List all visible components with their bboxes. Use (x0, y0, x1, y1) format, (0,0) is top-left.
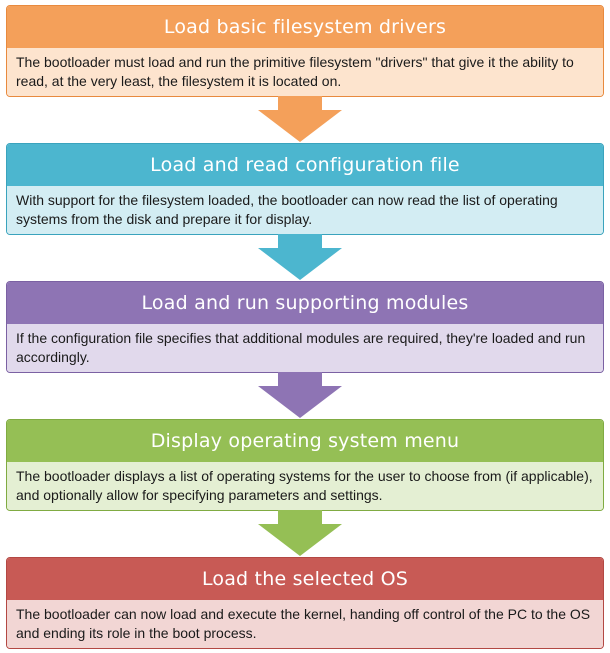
step-title: Display operating system menu (7, 420, 603, 462)
step-title: Load the selected OS (7, 558, 603, 600)
step-description: The bootloader displays a list of operat… (7, 462, 603, 510)
step-description: The bootloader must load and run the pri… (7, 48, 603, 96)
step-description: If the configuration file specifies that… (7, 324, 603, 372)
down-arrow-icon (258, 372, 342, 418)
step-title: Load and run supporting modules (7, 282, 603, 324)
arrow-shape (258, 234, 342, 280)
step-title: Load and read configuration file (7, 144, 603, 186)
step-title: Load basic filesystem drivers (7, 6, 603, 48)
down-arrow-icon (258, 510, 342, 556)
arrow-shape (258, 510, 342, 556)
arrow-shape (258, 96, 342, 142)
down-arrow-icon (258, 234, 342, 280)
down-arrow-icon (258, 96, 342, 142)
step-description: With support for the filesystem loaded, … (7, 186, 603, 234)
step-description: The bootloader can now load and execute … (7, 600, 603, 648)
arrow-shape (258, 372, 342, 418)
